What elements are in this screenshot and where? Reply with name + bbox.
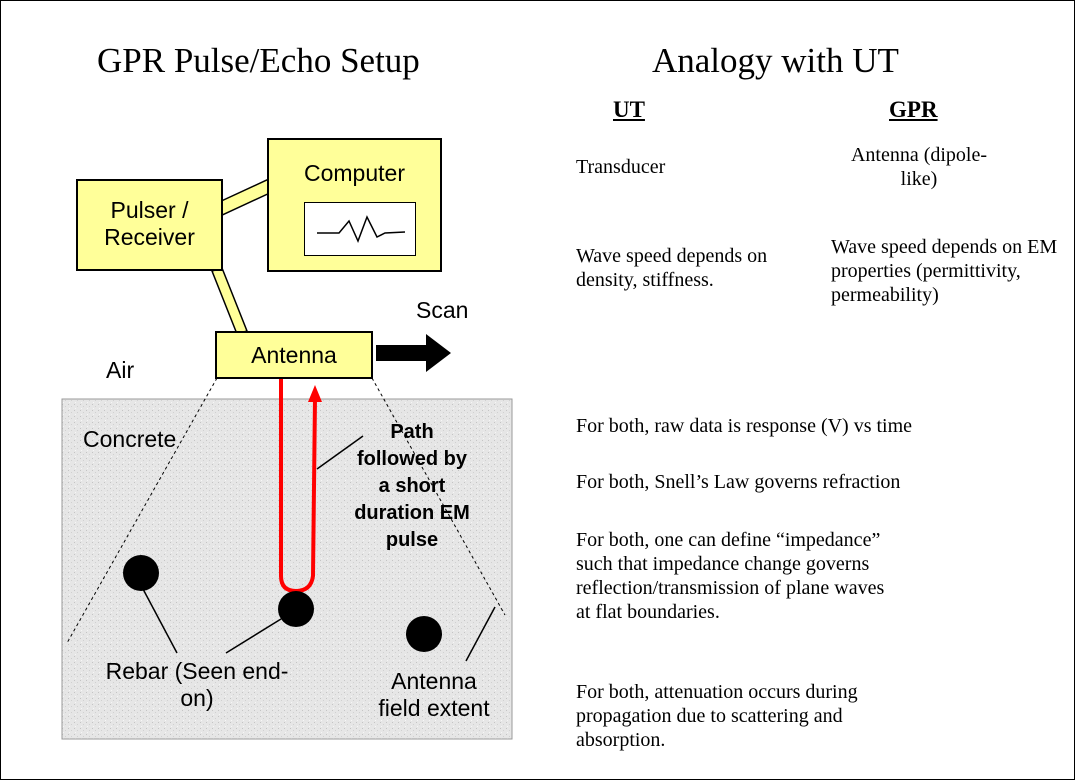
pulser-receiver-box: Pulser / Receiver	[76, 179, 223, 271]
left-title: GPR Pulse/Echo Setup	[97, 41, 420, 80]
connector-pulser-antenna	[211, 267, 248, 335]
field-extent-label: Antenna field extent	[378, 668, 490, 721]
computer-box: Computer	[267, 138, 442, 272]
computer-label: Computer	[304, 160, 405, 186]
rebar-leader-1	[142, 588, 178, 654]
field-extent-left-line	[66, 377, 218, 644]
antenna-label: Antenna	[251, 342, 337, 368]
gpr-row-1: Antenna (dipole-like)	[850, 144, 988, 190]
ut-row-1: Transducer	[576, 156, 666, 178]
rebar-label: Rebar (Seen end-on)	[105, 658, 289, 711]
rebar-leader-2	[225, 618, 282, 654]
rebar-1	[123, 555, 159, 591]
rebar-2	[278, 591, 314, 627]
air-label: Air	[106, 357, 135, 383]
pulser-receiver-label: Pulser / Receiver	[104, 197, 195, 250]
connector-pulser-computer	[216, 177, 273, 218]
statement-1: For both, raw data is response (V) vs ti…	[576, 415, 913, 437]
oscilloscope-screen	[304, 202, 416, 256]
field-extent-leader	[465, 606, 496, 662]
column-header-ut: UT	[613, 97, 645, 122]
right-title: Analogy with UT	[652, 41, 899, 80]
waveform-icon	[317, 215, 406, 243]
statement-3: For both, one can define “impedance” suc…	[576, 529, 885, 623]
scan-label: Scan	[416, 297, 469, 323]
path-leader-line	[316, 435, 364, 470]
pulse-arrowhead	[308, 385, 322, 402]
ut-row-2: Wave speed depends on density, stiffness…	[576, 245, 768, 291]
statement-4: For both, attenuation occurs during prop…	[576, 681, 858, 751]
rebar-3	[406, 616, 442, 652]
gpr-row-2: Wave speed depends on EM properties (per…	[831, 236, 1058, 306]
antenna-box: Antenna	[215, 331, 373, 379]
column-header-gpr: GPR	[889, 97, 938, 122]
pulse-path-label: Path followed by a short duration EM pul…	[354, 421, 470, 551]
scan-arrow	[376, 334, 451, 372]
concrete-label: Concrete	[83, 426, 177, 452]
statement-2: For both, Snell’s Law governs refraction	[576, 471, 901, 493]
